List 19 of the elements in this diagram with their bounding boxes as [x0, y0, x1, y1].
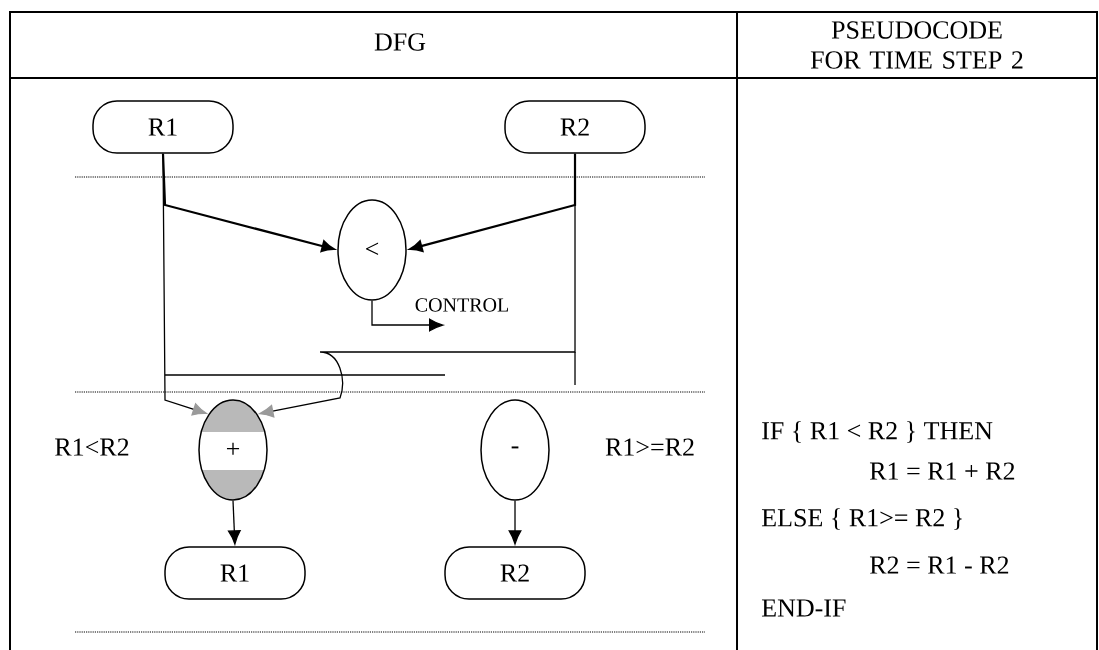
register-box: R2 — [444, 546, 586, 600]
arrow — [227, 500, 241, 545]
arrow — [371, 300, 444, 332]
arrow — [259, 153, 576, 418]
register-box: R1 — [92, 100, 234, 154]
pseudocode-line: R2 = R1 - R2 — [869, 556, 1009, 574]
arrow — [162, 153, 207, 416]
pseudocode-line: IF { R1 < R2 } THEN — [762, 421, 993, 443]
column-heading: DFG — [374, 33, 426, 51]
pseudocode-line: END-IF — [761, 599, 846, 617]
pseudocode-line: R1 = R1 + R2 — [869, 462, 1015, 480]
edge-label: CONTROL — [413, 297, 511, 313]
register-box: R2 — [504, 100, 646, 154]
condition-label: R1>=R2 — [605, 438, 694, 456]
pseudocode-line: ELSE { R1>= R2 } — [761, 508, 962, 530]
column-heading: PSEUDOCODE FOR TIME STEP 2 — [810, 21, 1023, 69]
condition-label: R1<R2 — [55, 438, 129, 456]
register-box: R1 — [164, 546, 306, 600]
arrow — [508, 500, 522, 545]
